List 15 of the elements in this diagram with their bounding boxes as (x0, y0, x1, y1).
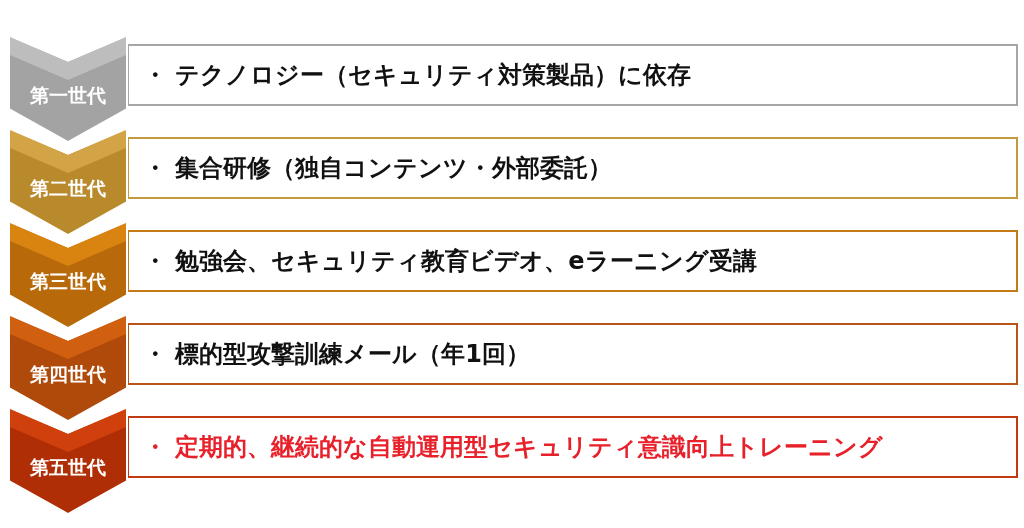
content-box (127, 137, 1018, 199)
content-box (127, 416, 1018, 478)
description-text: ・ 標的型攻撃訓練メール（年1回） (143, 339, 531, 370)
content-box (127, 230, 1018, 292)
description-text: ・ 集合研修（独自コンテンツ・外部委託） (143, 153, 613, 184)
description-text: ・ 勉強会、セキュリティ教育ビデオ、eラーニング受講 (143, 246, 757, 277)
generation-label: 第二世代 (29, 176, 107, 200)
generation-label: 第三世代 (29, 269, 107, 293)
content-box (127, 323, 1018, 385)
generation-label: 第五世代 (29, 455, 107, 479)
generation-label: 第四世代 (29, 362, 107, 386)
generation-label: 第一世代 (29, 83, 107, 107)
description-text: ・ 定期的、継続的な自動運用型セキュリティ意識向上トレーニング (143, 432, 884, 463)
content-box (127, 44, 1018, 106)
description-text: ・ テクノロジー（セキュリティ対策製品）に依存 (143, 60, 692, 91)
